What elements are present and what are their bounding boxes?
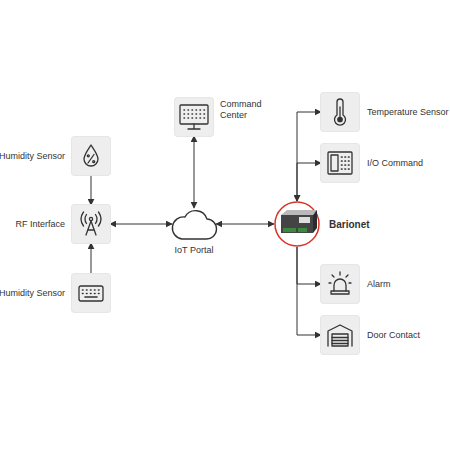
icon-box: Humidity Sensor <box>72 137 110 175</box>
device-node: Barionet <box>274 201 320 247</box>
connector <box>194 136 195 208</box>
connector <box>297 247 321 284</box>
node-label: Humidity Sensor <box>0 288 65 299</box>
icon-box: Door Contact <box>321 316 359 354</box>
connector <box>91 243 92 274</box>
connector <box>110 224 172 225</box>
device-illustration <box>281 210 317 233</box>
node-label: I/O Command <box>367 158 423 169</box>
cloud-outline <box>172 208 216 240</box>
icon-box: Humidity Sensor <box>72 274 110 312</box>
connector <box>297 247 321 335</box>
node-label: Barionet <box>329 219 370 230</box>
connector <box>297 163 321 201</box>
node-label: Humidity Sensor <box>0 151 65 162</box>
node-label: RF Interface <box>15 219 65 230</box>
connector <box>91 175 92 205</box>
icon-box: I/O Command <box>321 144 359 182</box>
icon-box: Temperature Sensor <box>321 93 359 131</box>
alarm-icon <box>329 272 351 294</box>
node-label: Temperature Sensor <box>367 107 449 118</box>
node-label: IoT Portal <box>175 245 214 256</box>
thermometer-icon <box>335 99 346 125</box>
cloud-node: IoT Portal <box>172 208 216 240</box>
icon-box: RF Interface <box>72 205 110 243</box>
monitor-icon <box>180 105 208 129</box>
node-label: Door Contact <box>367 330 420 341</box>
node-label: Command Center <box>220 99 268 121</box>
garage-icon <box>328 325 352 346</box>
connector <box>297 112 321 201</box>
node-label: Alarm <box>367 279 391 290</box>
connector <box>216 224 274 225</box>
keyboard-icon <box>79 286 103 301</box>
icon-box: Command Center <box>175 98 213 136</box>
circle-outline <box>274 201 320 247</box>
keypad-icon <box>328 152 352 174</box>
humidity-icon <box>84 145 98 166</box>
antenna-icon <box>81 212 101 235</box>
icon-box: Alarm <box>321 265 359 303</box>
